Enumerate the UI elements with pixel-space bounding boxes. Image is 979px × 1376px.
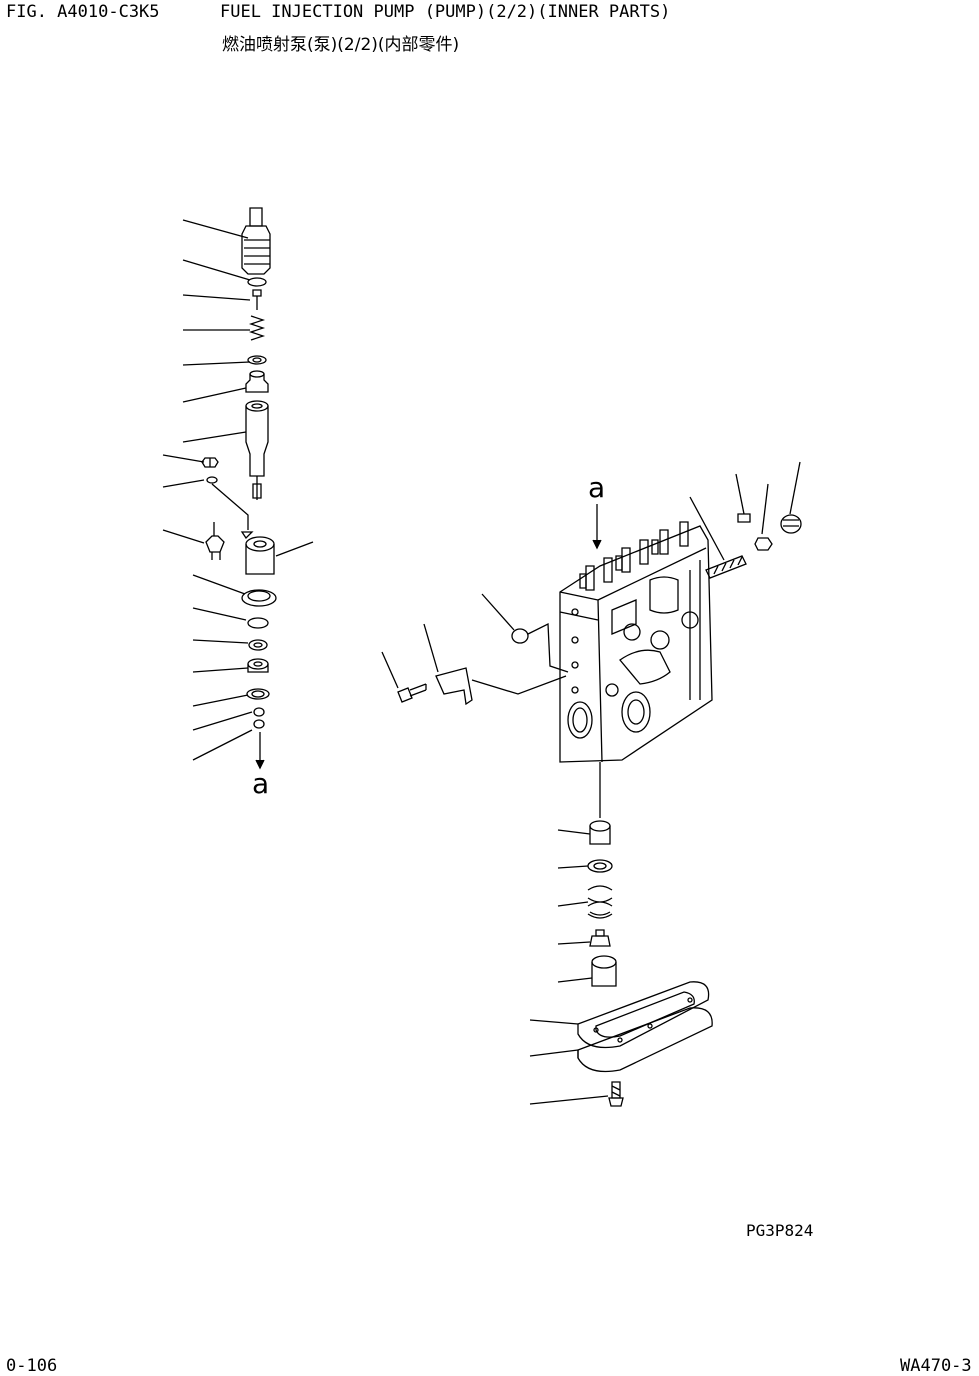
plunger-barrel — [246, 401, 268, 500]
lower-spring-seat — [248, 659, 268, 672]
roller-tappet-leader — [558, 978, 592, 982]
spring-seat-leader — [558, 866, 588, 868]
pump-housing-assembly — [382, 462, 801, 762]
delivery-valve — [253, 290, 261, 310]
control-sleeve — [242, 532, 274, 574]
plunger-spring — [588, 886, 612, 918]
bolt — [382, 652, 426, 702]
gasket-leader — [530, 1020, 578, 1024]
bottom-cover — [578, 1008, 712, 1072]
arrow-to-a-left — [256, 732, 264, 768]
callout-a-left: a — [252, 767, 270, 800]
tappet — [590, 821, 610, 844]
callout-a-right: a — [588, 471, 606, 504]
spring-seat-lower — [588, 860, 612, 872]
page-number: 0-106 — [6, 1356, 58, 1376]
arrow-from-a-right — [593, 504, 601, 548]
drawing-id: PG3P824 — [746, 1221, 814, 1240]
valve-seat-gasket — [248, 356, 266, 364]
left-parts-stack — [163, 208, 313, 768]
figure-title-english: FUEL INJECTION PUMP (PUMP)(2/2)(INNER PA… — [220, 2, 671, 22]
figure-code: FIG. A4010-C3K5 — [6, 2, 160, 22]
small-ball — [254, 720, 264, 728]
pump-housing — [560, 522, 712, 762]
delivery-valve-gasket — [248, 278, 266, 286]
assembly-guide-line — [212, 484, 248, 530]
lower-parts-stack — [530, 762, 712, 1106]
figure-title-chinese: 燃油喷射泵(泵)(2/2)(内部零件) — [222, 35, 460, 55]
control-rack — [706, 556, 746, 578]
rack-nut — [755, 484, 772, 550]
upper-spring-seat — [242, 590, 276, 606]
control-sleeve-bracket — [206, 522, 224, 560]
cover-leader — [530, 1050, 578, 1056]
small-washer — [254, 708, 264, 716]
delivery-valve-spring — [251, 316, 263, 340]
tappet-leader — [558, 830, 590, 834]
spacer-ring — [249, 640, 267, 650]
rack-stopper-pin — [736, 474, 750, 522]
plunger-leader — [558, 942, 590, 944]
stop-bracket — [424, 624, 566, 704]
rack-leader — [690, 497, 724, 560]
shim-ring — [247, 689, 269, 699]
rack-cap — [781, 462, 801, 533]
hex-nut — [202, 458, 218, 467]
plug — [482, 594, 568, 672]
cover-bolt — [609, 1082, 623, 1106]
spring-leader — [558, 902, 588, 906]
o-ring — [248, 618, 268, 628]
delivery-valve-holder — [242, 208, 270, 274]
washer — [207, 477, 217, 483]
plunger — [590, 930, 610, 946]
delivery-valve-seat — [246, 371, 268, 392]
model-code: WA470-3 — [900, 1356, 972, 1376]
bolt-leader — [530, 1096, 608, 1104]
left-leader-lines — [163, 220, 313, 760]
roller-tappet — [592, 956, 616, 986]
